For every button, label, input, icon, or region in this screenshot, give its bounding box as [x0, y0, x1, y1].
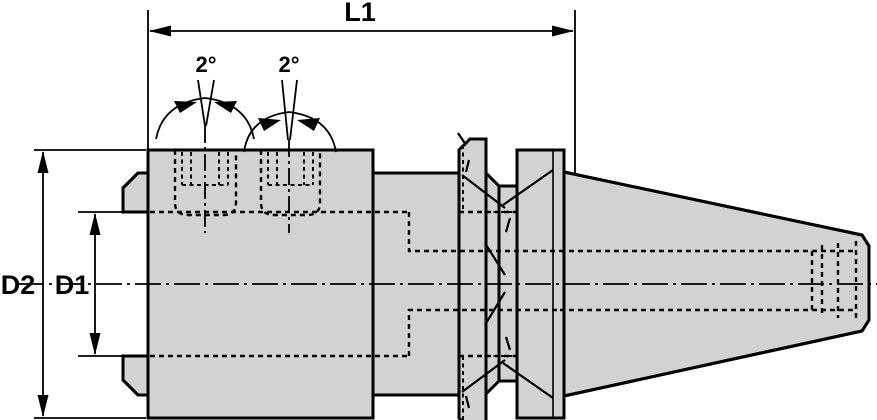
taper-upper-contour	[563, 170, 871, 247]
dimension-D1: D1	[55, 211, 146, 357]
groove-detail-tick-11	[464, 395, 471, 409]
groove-detail-tick-10	[502, 362, 554, 399]
angle-left-arc	[155, 97, 255, 140]
groove-detail-tick-8	[504, 336, 512, 351]
groove-detail-tick-6	[484, 242, 506, 276]
L1-label: L1	[344, 0, 376, 27]
groove-detail-tick-7	[484, 291, 506, 326]
groove-detail-tick-1	[457, 132, 467, 146]
retention-bore-hidden	[560, 249, 814, 312]
D1-label: D1	[55, 270, 90, 300]
counterbore-hidden-outline	[407, 212, 560, 253]
holder-body-outline	[121, 137, 871, 420]
D1-arrowhead-top	[89, 213, 101, 235]
groove-detail-tick-3	[502, 169, 554, 206]
angle-left-label: 2°	[195, 52, 216, 77]
groove-detail-lines-group	[457, 132, 554, 409]
tapped-hole-right-outline	[259, 150, 322, 217]
groove-detail-tick-4	[461, 174, 506, 209]
angle-callout-left: 2°	[155, 52, 255, 233]
D2-label: D2	[1, 270, 36, 300]
dimension-L1: L1	[147, 0, 576, 175]
groove-detail-tick-2	[464, 159, 471, 173]
angle-right-arrow-b	[297, 118, 320, 131]
D1-arrowhead-bottom	[89, 333, 101, 355]
angle-left-leg-b	[205, 79, 215, 127]
angle-left-arrow-b	[214, 101, 237, 113]
taper-lower-contour	[563, 319, 871, 398]
D2-arrowhead-top	[37, 151, 49, 173]
angle-right-leg-a	[281, 79, 289, 141]
angle-right-arc	[243, 111, 337, 153]
L1-arrowhead-left	[149, 25, 171, 37]
angle-right-label: 2°	[278, 52, 299, 77]
angle-right-arrow-a	[258, 118, 281, 131]
angle-left-leg-a	[197, 79, 206, 127]
part-geometry-group	[121, 137, 871, 420]
hidden-features-group	[150, 145, 858, 420]
L1-arrowhead-right	[552, 25, 574, 37]
angle-right-leg-b	[289, 79, 298, 141]
groove-detail-tick-9	[461, 359, 506, 393]
dimension-D2: D2	[1, 149, 146, 419]
groove-detail-tick-5	[504, 217, 512, 233]
angle-callout-right: 2°	[243, 52, 337, 233]
D2-arrowhead-bottom	[37, 395, 49, 417]
angle-left-arrow-a	[174, 101, 197, 113]
counterbore-hidden-outline-lower	[407, 308, 560, 356]
